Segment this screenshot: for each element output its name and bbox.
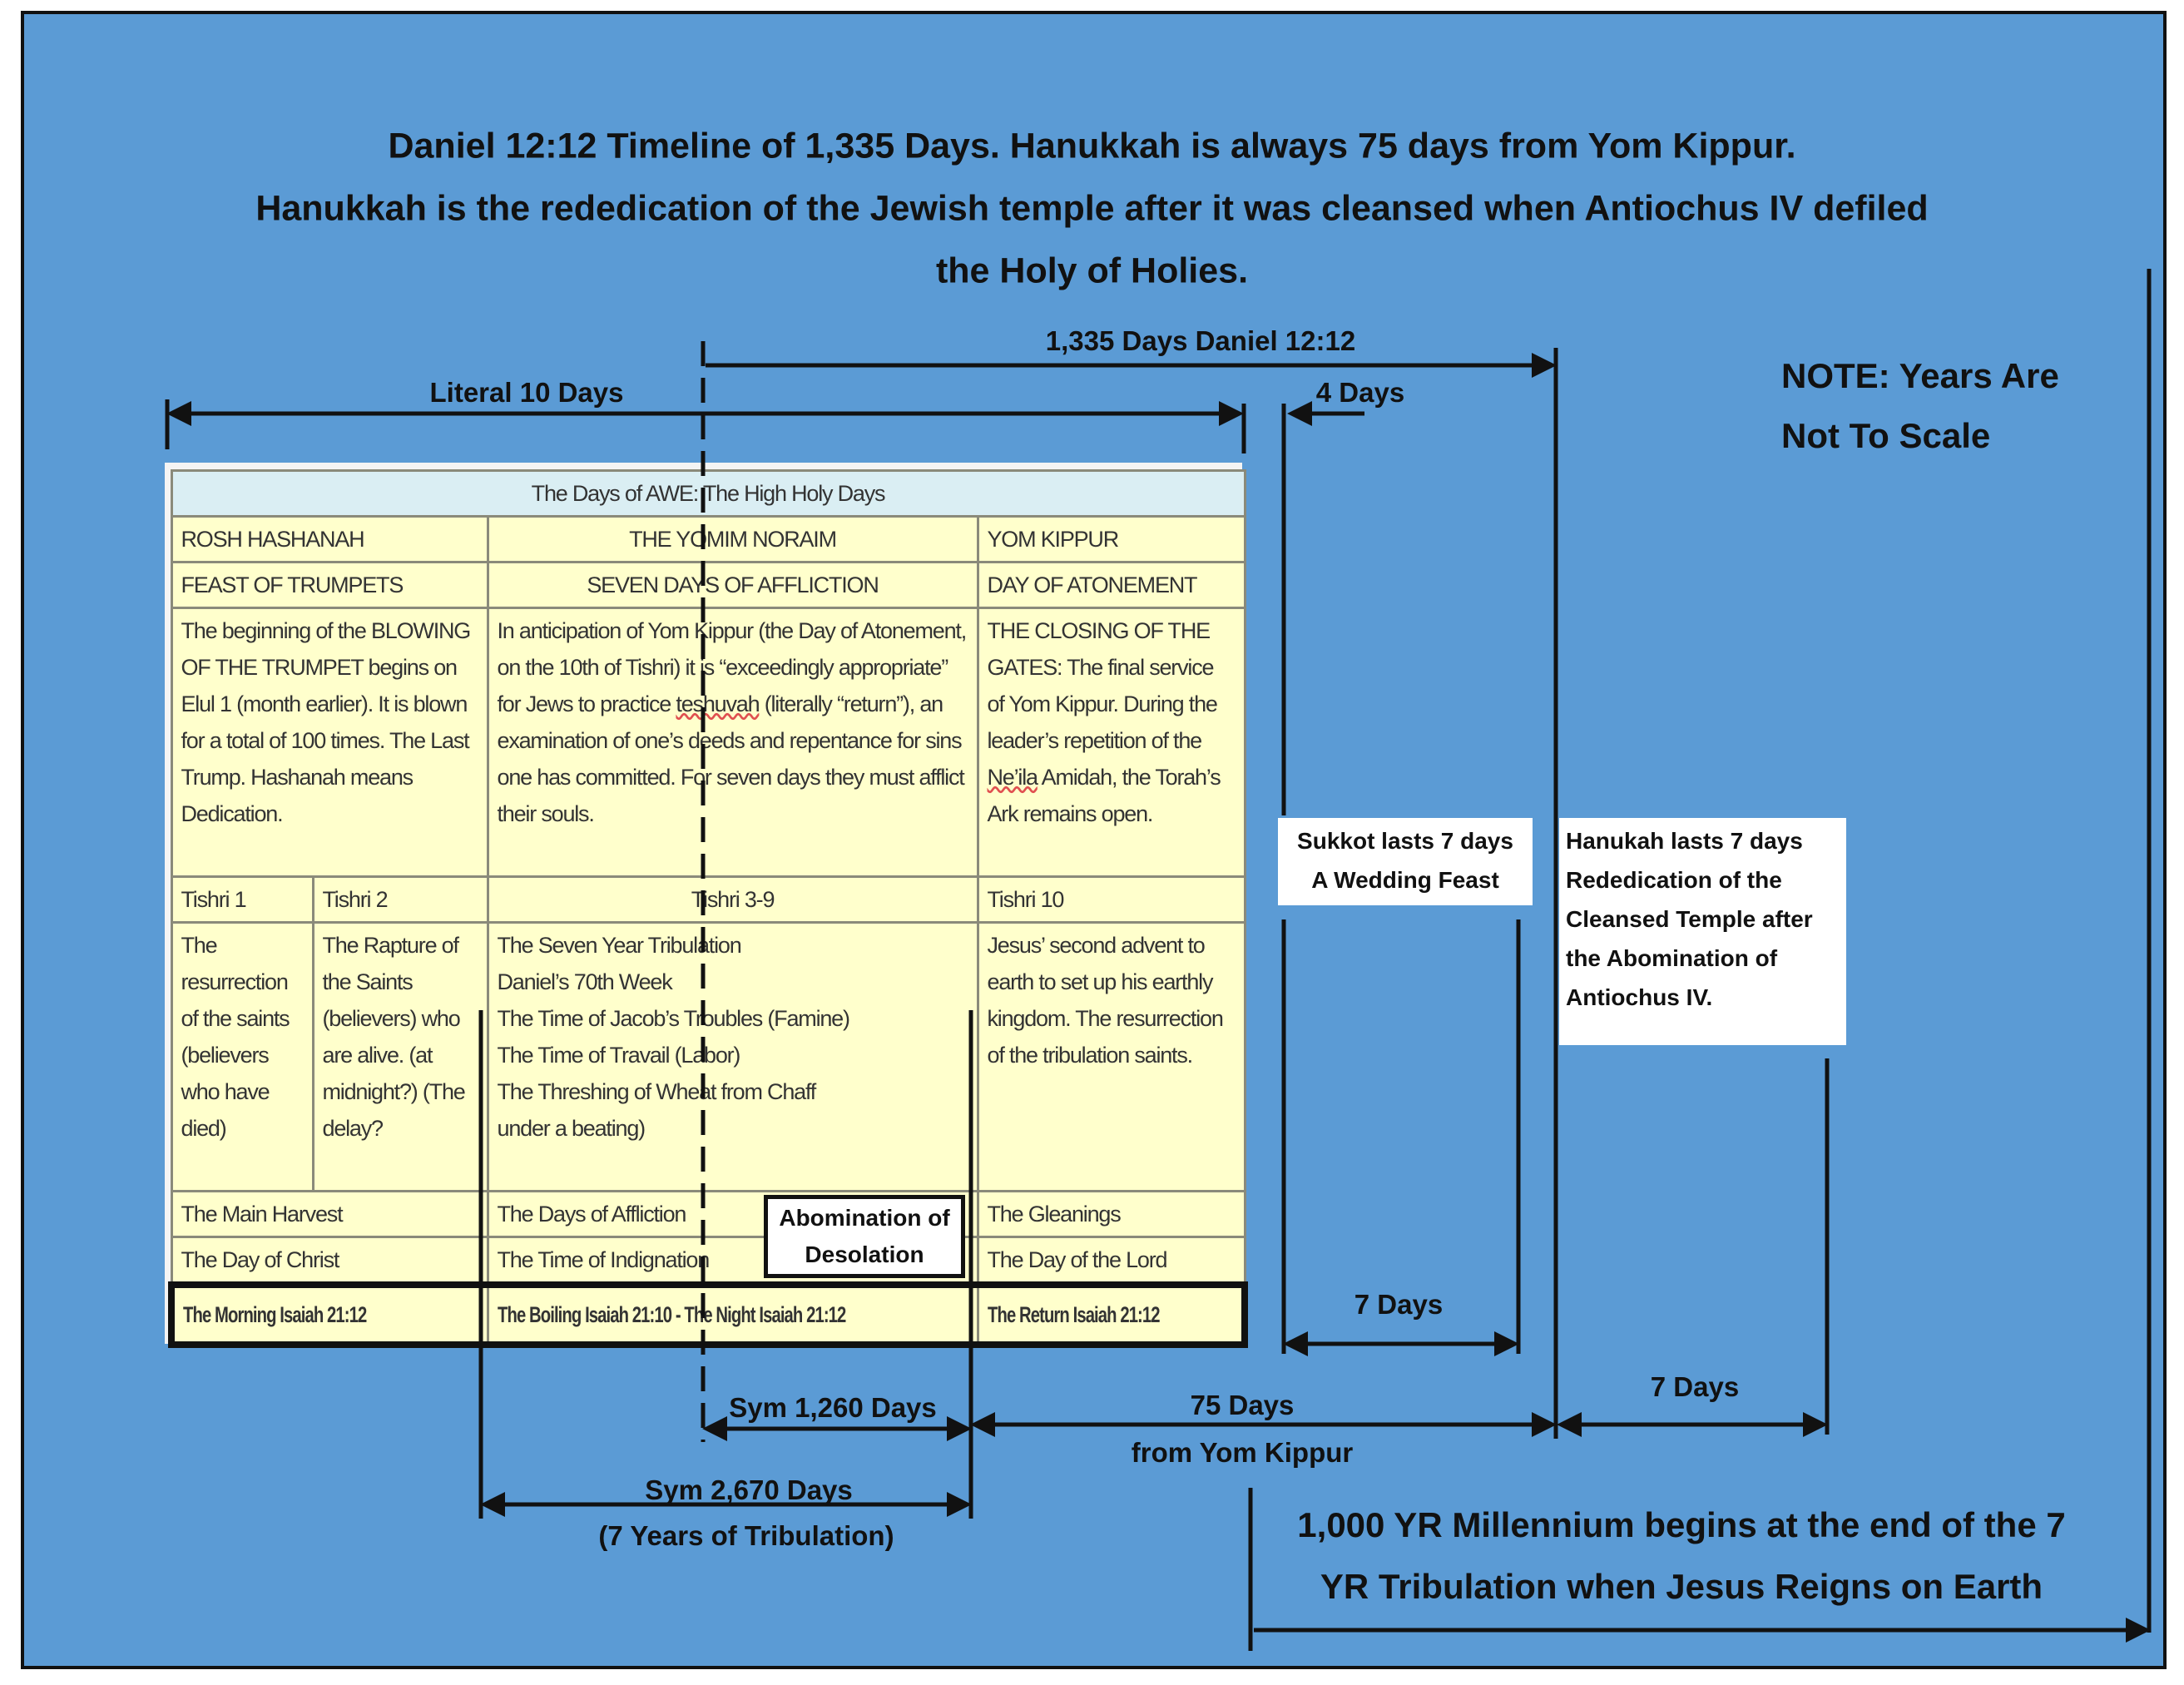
cell-tishri-2: Tishri 2 [311, 875, 489, 924]
sukkot-box: Sukkot lasts 7 days A Wedding Feast [1278, 818, 1533, 905]
hanukkah-line: Cleansed Temple after [1566, 906, 1813, 932]
label-sym-2670: Sym 2,670 Days [645, 1474, 853, 1505]
cell-feast-of-trumpets: FEAST OF TRUMPETS [170, 561, 489, 609]
the-morning-text: The Morning Isaiah 21:12 [183, 1302, 367, 1327]
hanukkah-line: Hanukah lasts 7 days [1566, 828, 1803, 854]
label-from-yom-kippur: from Yom Kippur [1131, 1437, 1354, 1468]
tribulation-line: under a beating) [497, 1116, 646, 1141]
cell-trumpet-desc: The beginning of the BLOWING OF THE TRUM… [170, 607, 489, 878]
title-line-1: Daniel 12:12 Timeline of 1,335 Days. Han… [388, 126, 1796, 166]
label-75-days: 75 Days [1190, 1390, 1295, 1420]
title-line-2: Hanukkah is the rededication of the Jewi… [255, 188, 1929, 229]
hanukkah-line: the Abomination of [1566, 945, 1778, 971]
cell-rosh-hashanah: ROSH HASHANAH [170, 515, 489, 563]
closing-text-b: Amidah, the Torah’s Ark remains open. [987, 765, 1221, 826]
label-7-days-sukkot: 7 Days [1354, 1289, 1444, 1320]
abomination-line-2: Desolation [805, 1241, 924, 1267]
sukkot-line-1: Sukkot lasts 7 days [1297, 828, 1513, 854]
table-header: The Days of AWE: The High Holy Days [170, 469, 1246, 518]
cell-affliction-desc: In anticipation of Yom Kippur (the Day o… [486, 607, 979, 878]
cell-main-harvest: The Main Harvest [170, 1190, 489, 1238]
days-of-awe-table: The Days of AWE: The High Holy Days ROSH… [165, 463, 1248, 1348]
cell-day-of-the-lord: The Day of the Lord [976, 1236, 1246, 1286]
label-literal-10-days: Literal 10 Days [429, 377, 624, 408]
tribulation-line: The Time of Jacob’s Troubles (Famine) [497, 1006, 850, 1031]
label-7-days-hanukkah: 7 Days [1650, 1371, 1740, 1402]
abomination-line-1: Abomination of [779, 1205, 950, 1231]
tribulation-line: Daniel’s 70th Week [497, 969, 673, 994]
the-return-text: The Return Isaiah 21:12 [987, 1302, 1161, 1327]
cell-second-advent: Jesus’ second advent to earth to set up … [976, 921, 1246, 1192]
label-1335-days: 1,335 Days Daniel 12:12 [1045, 325, 1356, 356]
cell-closing-desc: THE CLOSING OF THE GATES: The final serv… [976, 607, 1246, 878]
millennium-line-2: YR Tribulation when Jesus Reigns on Eart… [1320, 1567, 2043, 1606]
affliction-text-a: In anticipation of Yom Kippur (the Day o… [497, 618, 968, 716]
cell-gleanings: The Gleanings [976, 1190, 1246, 1238]
abomination-of-desolation-box: Abomination of Desolation [764, 1195, 965, 1278]
cell-yom-kippur: YOM KIPPUR [976, 515, 1246, 563]
cell-day-of-christ: The Day of Christ [170, 1236, 489, 1286]
cell-tishri-3-9: Tishri 3-9 [486, 875, 979, 924]
note-line-1: NOTE: Years Are [1781, 356, 2059, 395]
affliction-text-teshuvah: teshuvah [676, 691, 760, 716]
closing-text-a: THE CLOSING OF THE GATES: The final serv… [987, 618, 1218, 753]
hanukkah-box: Hanukah lasts 7 days Rededication of the… [1559, 818, 1846, 1045]
cell-day-of-atonement: DAY OF ATONEMENT [976, 561, 1246, 609]
hanukkah-line: Antiochus IV. [1566, 984, 1713, 1010]
boiling-night-text: The Boiling Isaiah 21:10 - The Night Isa… [497, 1302, 846, 1327]
cell-rapture: The Rapture of the Saints (believers) wh… [311, 921, 489, 1192]
cell-tishri-1: Tishri 1 [170, 875, 314, 924]
sukkot-line-2: A Wedding Feast [1311, 867, 1499, 893]
affliction-text-b: (literally “return”), an examination of … [497, 691, 965, 826]
cell-seven-days: SEVEN DAYS OF AFFLICTION [486, 561, 979, 609]
hanukkah-line: Rededication of the [1566, 867, 1782, 893]
tribulation-line: The Threshing of Wheat from Chaff [497, 1079, 817, 1104]
label-4-days: 4 Days [1315, 377, 1405, 408]
title-line-3: the Holy of Holies. [935, 250, 1249, 291]
note-line-2: Not To Scale [1781, 416, 1991, 455]
closing-text-neila: Ne’ila [987, 765, 1039, 790]
cell-tishri-10: Tishri 10 [976, 875, 1246, 924]
cell-resurrection: The resurrection of the saints (believer… [170, 921, 314, 1192]
cell-boiling-night: The Boiling Isaiah 21:10 - The Night Isa… [486, 1281, 979, 1348]
cell-yomim-noraim: THE YOMIM NORAIM [486, 515, 979, 563]
millennium-line-1: 1,000 YR Millennium begins at the end of… [1297, 1505, 2066, 1544]
cell-the-return: The Return Isaiah 21:12 [976, 1281, 1248, 1348]
tribulation-line: The Time of Travail (Labor) [497, 1043, 741, 1068]
label-seven-years: (7 Years of Tribulation) [598, 1520, 894, 1551]
label-sym-1260: Sym 1,260 Days [729, 1392, 937, 1423]
cell-tribulation: The Seven Year Tribulation Daniel’s 70th… [486, 921, 979, 1192]
cell-the-morning: The Morning Isaiah 21:12 [168, 1281, 489, 1348]
